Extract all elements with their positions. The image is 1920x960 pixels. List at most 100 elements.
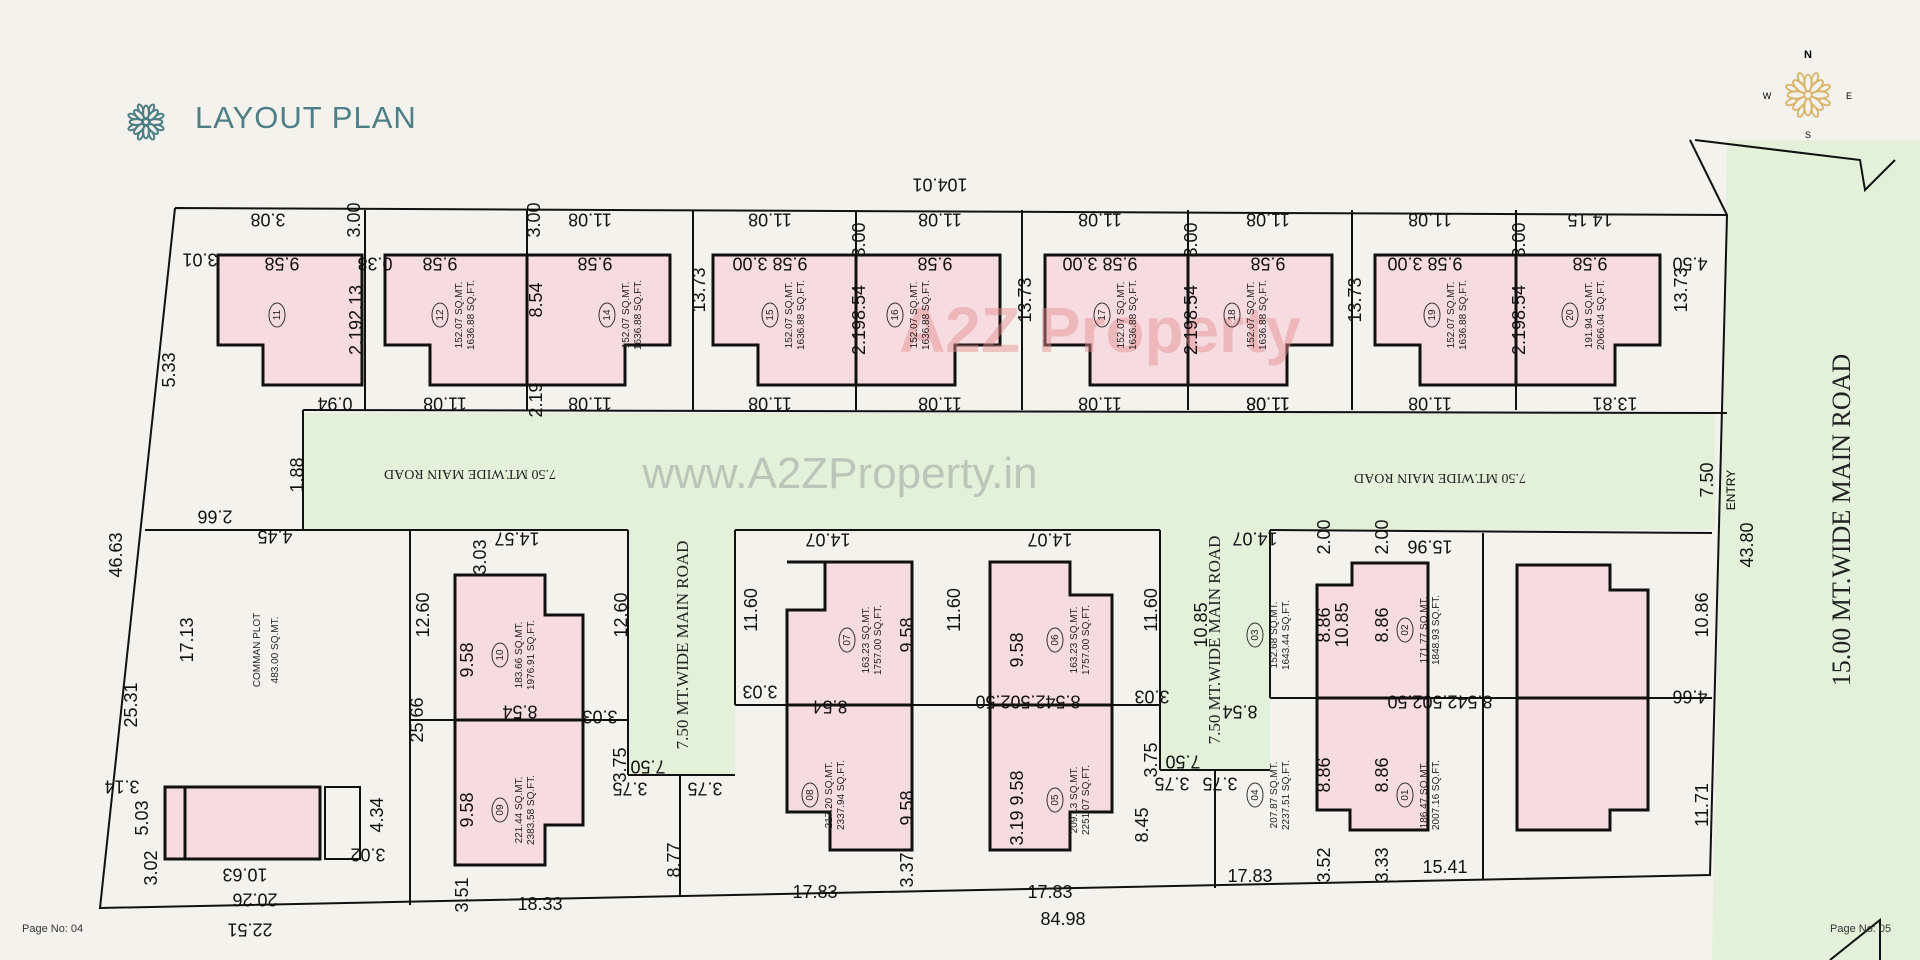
dimension-label: 8.54: [812, 696, 847, 716]
dimension-label: 104.01: [912, 174, 967, 194]
dimension-label: 8.86: [1314, 607, 1334, 642]
dimension-label: 8.86: [1314, 757, 1334, 792]
dimension-label: 3.01: [182, 249, 217, 269]
dimension-label: 17.83: [1227, 866, 1272, 886]
dimension-label: 9.58: [264, 253, 299, 273]
dimension-label: 8.45: [1132, 807, 1152, 842]
dimension-label: 5.33: [159, 352, 179, 387]
plot-area-sqft: 2007.16 SQ.FT.: [1431, 760, 1442, 830]
plot-number-circle: [491, 642, 509, 668]
plot-number: 06: [1050, 634, 1061, 646]
plot-area-sqft: 1636.88 SQ.FT.: [1258, 280, 1269, 350]
logo-icon: [127, 103, 165, 141]
dimension-label: 10.63: [222, 864, 267, 884]
dimension-label: 3.02: [141, 850, 161, 885]
plot-area-sqft: 1757.00 SQ.FT.: [1081, 605, 1092, 675]
house-outline: [1515, 696, 1650, 832]
plot-11: 11: [268, 302, 286, 328]
dimension-label: 3.02: [350, 844, 385, 864]
dimension-label: 43.80: [1737, 522, 1757, 567]
plot-number: 04: [1250, 789, 1261, 801]
dimension-label: 3.33: [1372, 847, 1392, 882]
dimension-label: 11.08: [568, 393, 612, 413]
plot-number-circle: [1093, 302, 1111, 328]
plot-number: 01: [1400, 789, 1411, 801]
plot-number-circle: [1046, 787, 1064, 813]
plot-number: 08: [805, 789, 816, 801]
dimension-label: 7.50: [1697, 462, 1717, 497]
common-plot-building: [163, 785, 361, 861]
dimension-label: 3.51: [452, 877, 472, 912]
house-outline: [216, 253, 364, 387]
house-outline: [1315, 696, 1430, 832]
dimension-label: 3.03: [470, 539, 490, 574]
dimension-label: 9.58: [457, 792, 477, 827]
house-outline: [854, 253, 1002, 387]
plot-area-sqmt: 163.23 SQ.MT.: [1069, 607, 1080, 674]
plot-area-sqmt: 191.94 SQ.MT.: [1584, 282, 1595, 349]
house-outline: [988, 703, 1114, 852]
dimension-label: 9.58: [1572, 253, 1607, 273]
dimension-label: 15.96: [1407, 536, 1452, 556]
plot-number-circle: [1396, 617, 1414, 643]
dimension-label: 17.83: [792, 882, 837, 902]
common-plot-area: 483.00 SQ.MT.: [270, 617, 281, 684]
dimension-label: 3.75: [1202, 773, 1237, 793]
compass-east: E: [1846, 91, 1852, 101]
house-outlines: [216, 253, 1662, 867]
plot-area-sqft: 1757.00 SQ.FT.: [873, 605, 884, 675]
dimension-label: 46.63: [106, 532, 126, 577]
plot-number-circle: [1046, 627, 1064, 653]
dimension-label: 9.58 3.00: [1387, 253, 1462, 273]
dimension-label: 17.13: [177, 617, 197, 662]
dimension-label: 11.08: [1246, 209, 1290, 229]
plot-number-circle: [1561, 302, 1579, 328]
dimension-label: 8.86: [1372, 757, 1392, 792]
plot-area-sqft: 2251.07 SQ.FT.: [1081, 765, 1092, 835]
plot-number: 19: [1427, 309, 1438, 321]
house-outline: [785, 560, 914, 720]
dimension-label: 2.192.13: [346, 285, 366, 355]
plot-number: 02: [1400, 624, 1411, 636]
dimension-label: 3.00: [849, 222, 869, 257]
plot-area-sqmt: 152.07 SQ.MT.: [454, 282, 465, 349]
plot-area-sqft: 1636.88 SQ.FT.: [796, 280, 807, 350]
dimension-label: 4.45: [257, 526, 292, 546]
dimension-label: 2.198.54: [1509, 285, 1529, 355]
plot-area-sqft: 1636.88 SQ.FT.: [633, 280, 644, 350]
plot-area-sqmt: 152.07 SQ.MT.: [909, 282, 920, 349]
watermark-logo: A2Z Property: [899, 294, 1301, 366]
house-outline: [1186, 253, 1334, 387]
dimension-label: 11.60: [741, 588, 761, 632]
dimension-label: 11.08: [1078, 393, 1122, 413]
dimension-label: 11.08: [568, 209, 612, 229]
plot-area-sqmt: 152.07 SQ.MT.: [621, 282, 632, 349]
plot-area-sqmt: 207.87 SQ.MT.: [1269, 762, 1280, 829]
dimension-label: 3.14: [104, 776, 139, 796]
dimension-label: 3.03: [742, 681, 777, 701]
dimension-label: 11.71: [1692, 783, 1712, 827]
road-label-main: 15.00 MT.WIDE MAIN ROAD: [1827, 354, 1856, 686]
plot-number: 07: [842, 634, 853, 646]
dimension-label: 3.75: [1141, 742, 1161, 777]
dimension-label: 4.34: [367, 797, 387, 832]
dimension-label: 13.73: [689, 267, 709, 312]
plot-area-sqmt: 186.47 SQ.MT.: [1419, 762, 1430, 829]
plot-number-circle: [431, 302, 449, 328]
dimension-label: 3.19 9.58: [1007, 770, 1027, 845]
dimension-label: 14.07: [1027, 529, 1072, 549]
plot-number: 10: [495, 649, 506, 661]
dimension-label: 13.73: [1015, 277, 1035, 322]
dimension-label: 11.08: [1246, 393, 1290, 413]
plot-number-circle: [801, 782, 819, 808]
dimension-label: 11.08: [1078, 209, 1122, 229]
dimension-label: 11.08: [748, 209, 792, 229]
dimension-label: 3.00: [524, 202, 544, 237]
